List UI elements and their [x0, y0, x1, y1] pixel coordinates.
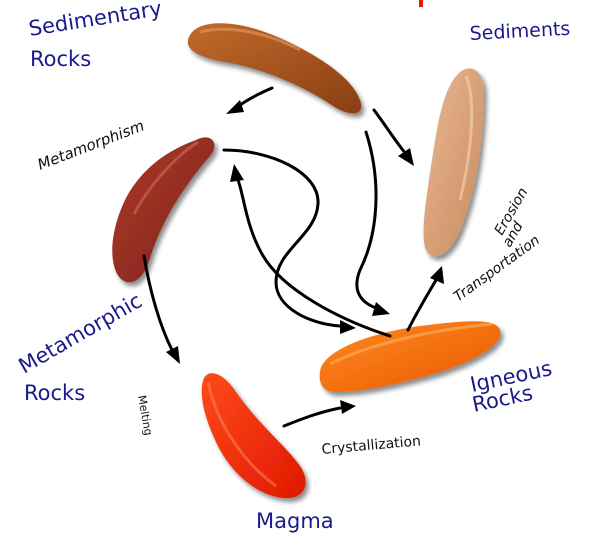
- arrow-metamorphism: [226, 88, 272, 114]
- magma-shape: [202, 373, 306, 498]
- arrow-crystallization: [284, 400, 356, 426]
- sedimentary-rocks-label-line1: Sedimentary: [27, 0, 163, 41]
- arrow-igneous-to-metamorphic: [230, 164, 390, 336]
- top-edge-mark: [419, 0, 423, 7]
- arrow-weathering: [374, 110, 414, 166]
- sedimentary-rocks-shape: [188, 23, 362, 113]
- melting-label: Melting: [135, 394, 155, 436]
- sediments-label: Sediments: [469, 18, 571, 45]
- arrow-metamorphic-to-igneous: [224, 150, 356, 334]
- magma-label: Magma: [256, 509, 334, 533]
- crystallization-label: Crystallization: [321, 433, 422, 458]
- sediments-shape: [424, 68, 484, 256]
- sedimentary-rocks-label-line2: Rocks: [30, 47, 91, 71]
- metamorphism-label: Metamorphism: [35, 116, 147, 173]
- metamorphic-rocks-label-line1: Metamorphic: [15, 288, 147, 378]
- metamorphic-rocks-label-line2: Rocks: [24, 381, 85, 405]
- metamorphic-rocks-shape: [112, 137, 214, 282]
- erosion-label-line3: Transportation: [451, 232, 543, 305]
- arrow-melting: [144, 256, 180, 364]
- arrow-erosion: [408, 266, 444, 330]
- arrow-sedimentary-to-igneous: [357, 132, 390, 316]
